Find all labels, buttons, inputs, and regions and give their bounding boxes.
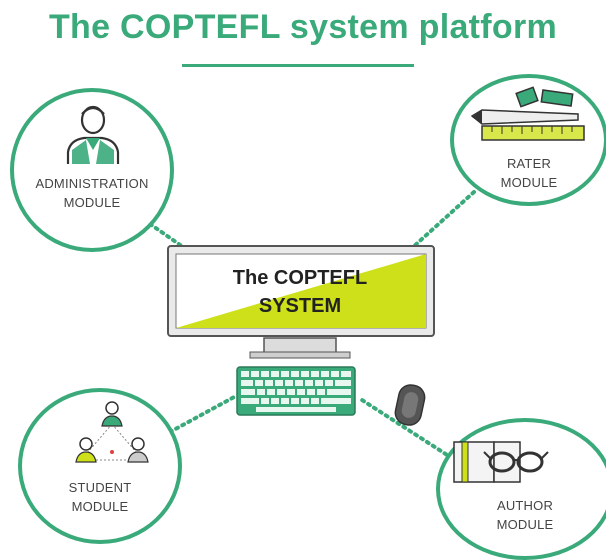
connector-student [168, 394, 238, 434]
administration-module-label: ADMINISTRATION MODULE [14, 174, 170, 212]
system-label: The COPTEFL SYSTEM [230, 264, 370, 320]
author-module: AUTHOR MODULE [436, 418, 606, 560]
author-label-line2: MODULE [496, 517, 554, 532]
author-label-line1: AUTHOR [496, 498, 554, 513]
author-module-label: AUTHOR MODULE [440, 496, 606, 534]
title-underline [182, 64, 414, 67]
student-module: STUDENT MODULE [18, 388, 182, 544]
connector-rater [410, 190, 476, 250]
student-label-line1: STUDENT [68, 480, 132, 495]
student-label-line2: MODULE [71, 499, 129, 514]
rater-module: RATER MODULE [450, 74, 606, 206]
connector-author [360, 398, 460, 464]
rater-module-label: RATER MODULE [454, 154, 604, 192]
book-glasses-icon [453, 441, 549, 483]
system-label-line2: SYSTEM [258, 295, 342, 317]
people-network-icon [75, 401, 149, 463]
monitor-icon [167, 245, 435, 359]
administration-module: ADMINISTRATION MODULE [10, 88, 174, 252]
person-icon [66, 105, 120, 164]
keyboard-icon [236, 366, 356, 416]
page-title: The COPTEFL system platform [48, 8, 558, 46]
mouse-icon [394, 384, 426, 426]
rater-label-line2: MODULE [500, 175, 558, 190]
connectors [148, 190, 476, 464]
rater-label-line1: RATER [506, 156, 552, 171]
administration-label-line1: ADMINISTRATION [35, 176, 149, 191]
pencil-ruler-icon [470, 86, 585, 141]
student-module-label: STUDENT MODULE [22, 478, 178, 516]
system-label-line1: The COPTEFL [232, 267, 368, 289]
administration-label-line2: MODULE [63, 195, 121, 210]
connector-admin [148, 222, 198, 258]
